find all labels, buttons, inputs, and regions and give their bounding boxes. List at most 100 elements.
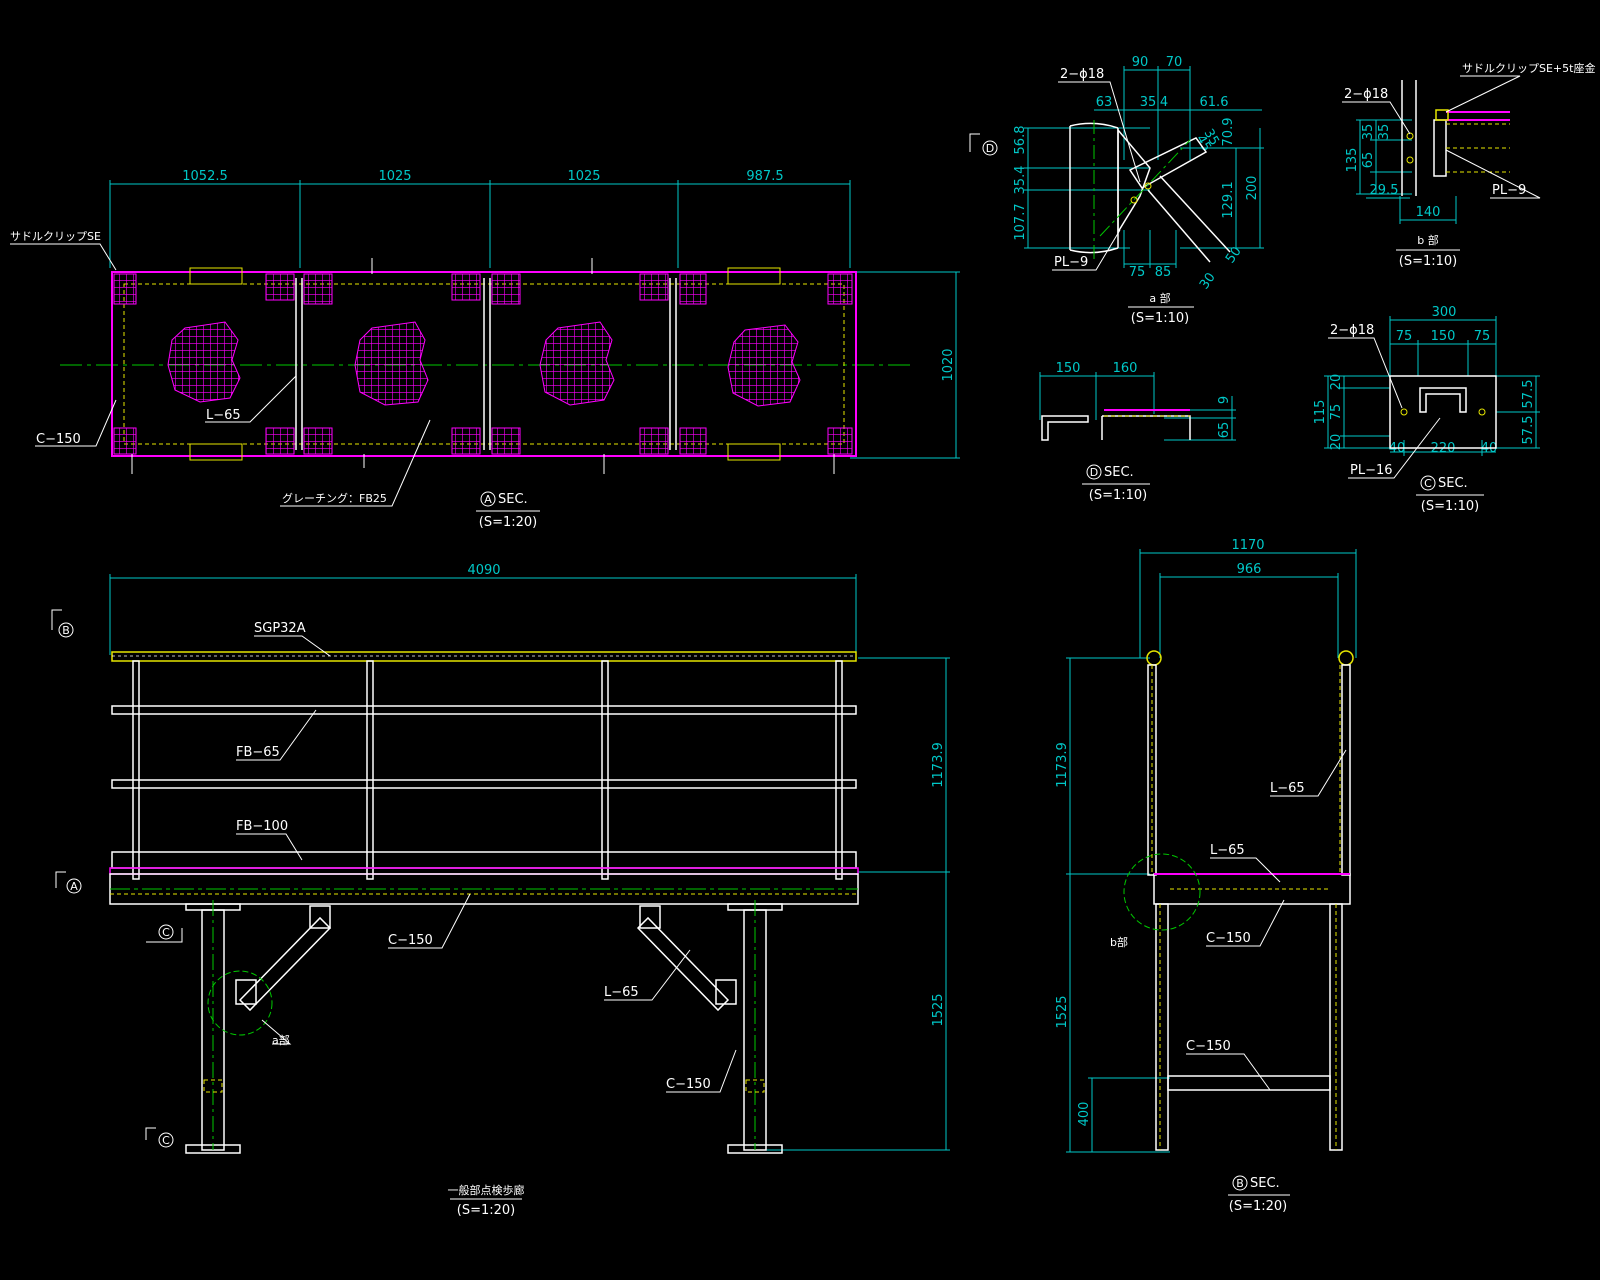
- section-b-title: SEC.: [1250, 1176, 1280, 1191]
- detail-b-leaders: [1342, 75, 1541, 199]
- secc-hole-2: [1478, 408, 1486, 416]
- label-secb-c150-b: C−150: [1186, 1039, 1231, 1054]
- detail-a-view: 90 70 63 35 4 61.6 56.8 35.4 107.7 70.9 …: [969, 55, 1264, 326]
- detail-a-row-1: 63: [1096, 95, 1113, 110]
- plan-outer-frame: [111, 271, 857, 457]
- detail-b-left-1: 35: [1361, 124, 1376, 141]
- detail-a-leaders: [969, 81, 1141, 271]
- secb-dimension-lines: [1066, 549, 1357, 1153]
- label-secb-c150-a: C−150: [1206, 931, 1251, 946]
- column-centerlines: [212, 900, 756, 1150]
- detail-a-diag-2: 45: [1193, 133, 1214, 155]
- label-fb65: FB−65: [236, 745, 280, 760]
- plan-dim-4: 987.5: [746, 169, 783, 184]
- secc-row-3: 75: [1474, 329, 1491, 344]
- plan-saddle-clips: [189, 267, 781, 461]
- detail-a-left-3: 107.7: [1013, 203, 1028, 240]
- detail-a-bolt-2: [1130, 196, 1138, 204]
- label-elev-c150-col: C−150: [666, 1077, 711, 1092]
- label-sgp32a: SGP32A: [254, 621, 306, 636]
- detail-b-grating: [1446, 111, 1510, 121]
- section-c-mark-circle: [1420, 475, 1436, 491]
- secc-right-2: 57.5: [1521, 416, 1536, 445]
- toe-plate-fb100: [111, 851, 857, 869]
- detail-b-bottom-1: 29.5: [1370, 183, 1399, 198]
- secd-top-1: 150: [1056, 361, 1081, 376]
- detail-a-left-1: 56.8: [1013, 126, 1028, 155]
- secc-plate: PL−16: [1350, 463, 1393, 478]
- label-a-detail: a部: [272, 1033, 290, 1047]
- detail-a-bolt-1: [1144, 182, 1152, 190]
- secb-leaders: [1186, 749, 1347, 1091]
- section-d-scale: (S=1:10): [1089, 488, 1147, 503]
- detail-a-diag-1: 35: [1201, 127, 1222, 149]
- secc-leaders: [1328, 337, 1441, 479]
- label-b-detail: b部: [1110, 935, 1128, 949]
- detail-a-brace-cl: [1099, 139, 1191, 237]
- section-cut-symbols: [51, 609, 183, 1148]
- detail-a-plate: PL−9: [1054, 255, 1088, 270]
- secc-row-2: 150: [1431, 329, 1456, 344]
- detail-a-top-2: 70: [1166, 55, 1183, 70]
- detail-b-left-2: 65: [1361, 152, 1376, 169]
- section-a-scale: (S=1:20): [479, 515, 537, 530]
- detail-b-plate: PL−9: [1492, 183, 1526, 198]
- cut-mark-b: B: [62, 624, 70, 637]
- label-saddle-clip: サドルクリップSE: [10, 230, 101, 243]
- section-a-mark: A: [484, 493, 492, 506]
- detail-a-right-3: 200: [1245, 176, 1260, 201]
- label-secb-l65-a: L−65: [1270, 781, 1305, 796]
- section-b-scale: (S=1:20): [1229, 1199, 1287, 1214]
- detail-b-saddle-label: サドルクリップSE+5t座金: [1462, 61, 1595, 75]
- secd-right-1: 9: [1217, 396, 1232, 404]
- detail-b-post: [1401, 80, 1447, 196]
- section-c-view: 300 75 150 75 115 20 75 20 57.5 57.5 40 …: [1313, 305, 1540, 514]
- detail-a-dimension-lines: [1024, 66, 1264, 268]
- section-b-view: 1170 966 1173.9 1525 400: [1055, 538, 1357, 1214]
- label-secb-l65-b: L−65: [1210, 843, 1245, 858]
- detail-b-left-3: 35: [1377, 124, 1392, 141]
- support-columns: [185, 903, 783, 1154]
- front-elevation: 4090 1173.9 1525: [51, 563, 950, 1218]
- detail-b-scale: (S=1:10): [1399, 254, 1457, 269]
- secc-left-2: 75: [1329, 404, 1344, 421]
- section-b-mark-circle: [1232, 1175, 1248, 1191]
- secb-rail-right: [1338, 650, 1354, 666]
- detail-a-diag-3: 30: [1197, 270, 1219, 292]
- secd-channel: [1041, 415, 1191, 441]
- label-plan-l65: L−65: [206, 408, 241, 423]
- detail-a-circle: [207, 970, 273, 1036]
- section-c-scale: (S=1:10): [1421, 499, 1479, 514]
- secb-inner-dim: 966: [1237, 562, 1262, 577]
- detail-a-brace: [1128, 137, 1231, 263]
- secc-base-plate: [1389, 375, 1497, 449]
- elevation-caption: 一般部点検歩廊: [448, 1183, 525, 1197]
- section-d-title: SEC.: [1104, 465, 1134, 480]
- plan-clip-hatches: [113, 273, 853, 455]
- railing-posts: [132, 660, 843, 880]
- detail-a-bottom-1: 75: [1129, 265, 1146, 280]
- detail-a-top-1: 90: [1132, 55, 1149, 70]
- secc-right-1: 57.5: [1521, 380, 1536, 409]
- section-c-mark: C: [1424, 477, 1432, 490]
- detail-a-hole: 2−ϕ18: [1060, 67, 1104, 82]
- section-b-mark: B: [1236, 1177, 1244, 1190]
- secc-left-3: 20: [1329, 434, 1344, 451]
- detail-a-right-1: 70.9: [1221, 118, 1236, 147]
- detail-a-left-2: 35.4: [1013, 166, 1028, 195]
- cut-mark-c2: C: [162, 1134, 170, 1147]
- elev-dimension-lines: [109, 574, 950, 1151]
- grating-patch-2: [354, 321, 429, 406]
- cut-mark-a: A: [70, 880, 78, 893]
- label-elev-l65-brace: L−65: [604, 985, 639, 1000]
- secc-row-1: 75: [1396, 329, 1413, 344]
- plan-dim-3: 1025: [567, 169, 600, 184]
- detail-a-gusset: [1117, 127, 1151, 235]
- plan-cross-beams: [295, 278, 677, 450]
- detail-a-right-2: 129.1: [1221, 181, 1236, 218]
- section-c-title: SEC.: [1438, 476, 1468, 491]
- secc-hole-1: [1400, 408, 1408, 416]
- detail-b-hole: 2−ϕ18: [1344, 87, 1388, 102]
- label-fb100: FB−100: [236, 819, 288, 834]
- detail-b-bottom-2: 140: [1416, 205, 1441, 220]
